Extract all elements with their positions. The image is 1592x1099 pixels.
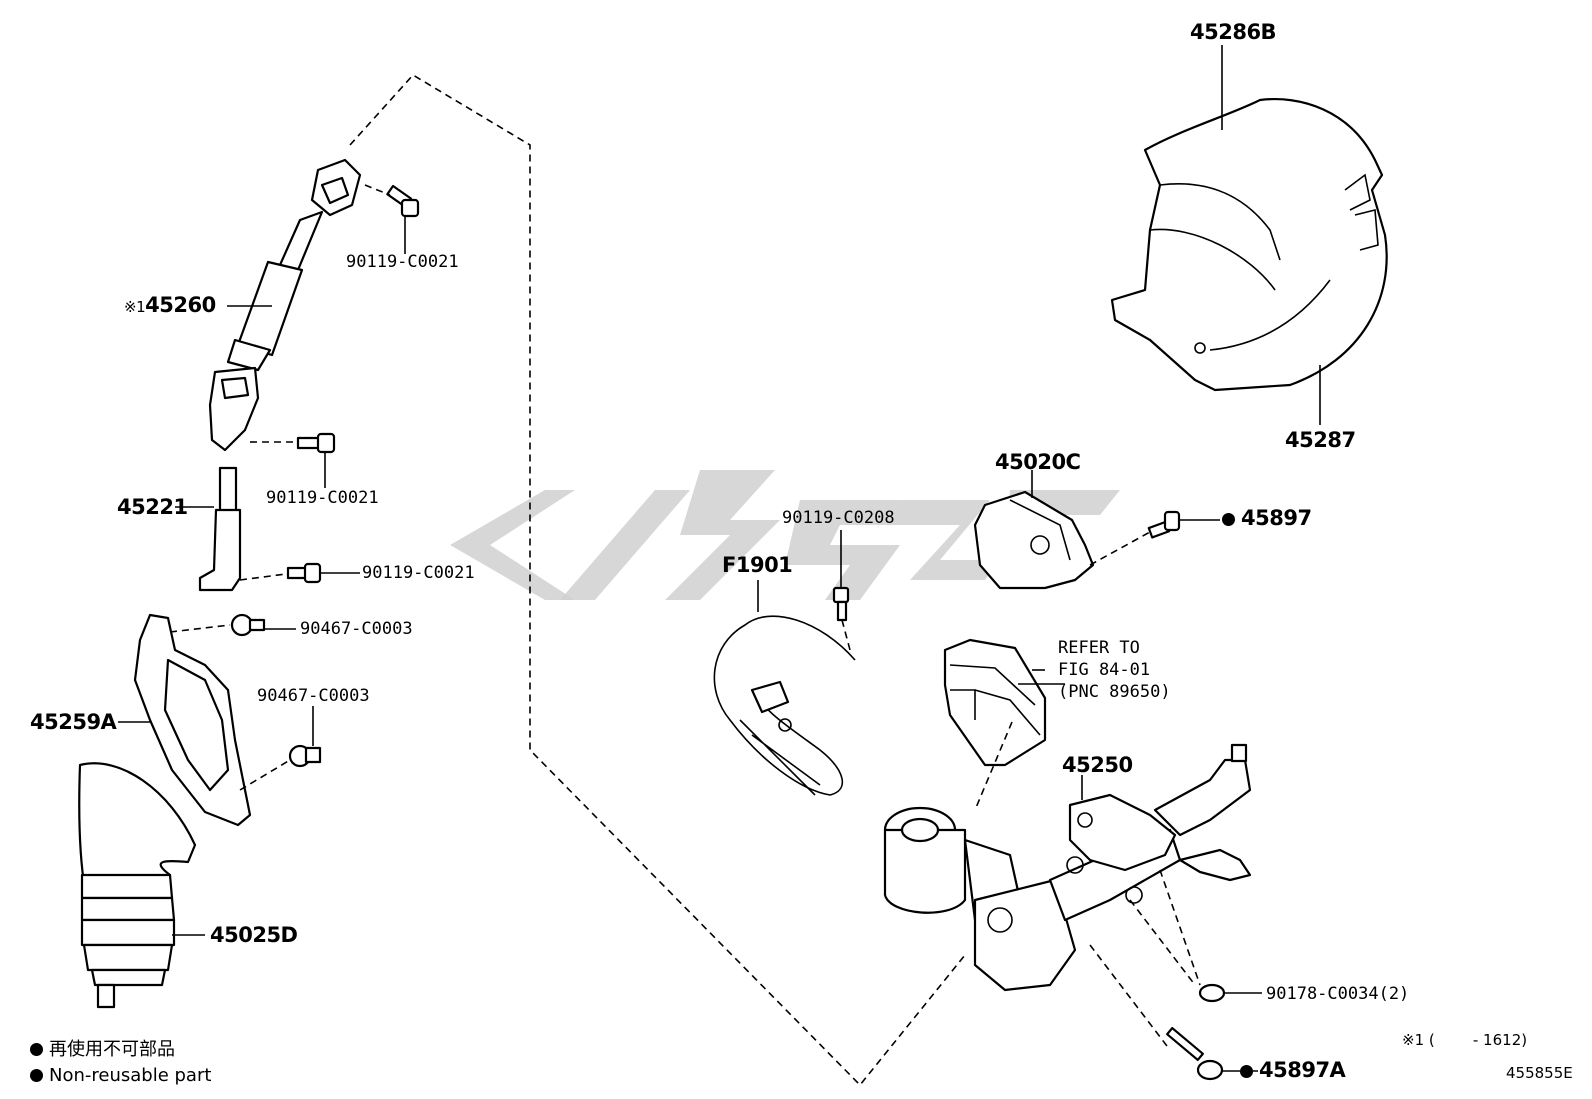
label-45250: 45250 bbox=[1062, 753, 1133, 777]
label-45897-number: 45897 bbox=[1241, 506, 1312, 530]
label-45221: 45221 bbox=[117, 495, 188, 519]
label-45897: 45897 bbox=[1222, 506, 1312, 530]
bolt-90119-middle bbox=[250, 432, 336, 488]
refer-line-2: FIG 84-01 bbox=[1058, 660, 1151, 680]
clip-90467-lower bbox=[239, 706, 322, 791]
label-45897A: 45897A bbox=[1240, 1058, 1346, 1082]
label-45287: 45287 bbox=[1285, 428, 1356, 452]
figure-code: 455855E bbox=[1506, 1064, 1573, 1082]
legend-dot-icon bbox=[30, 1043, 43, 1056]
label-90467-C0003-lower: 90467-C0003 bbox=[257, 686, 370, 706]
label-45260: ※145260 bbox=[124, 295, 216, 317]
refer-line-1: REFER TO bbox=[1058, 638, 1140, 658]
bolt-90119-upper bbox=[364, 184, 420, 254]
column-assembly-45250 bbox=[883, 743, 1252, 1051]
label-F1901: F1901 bbox=[722, 553, 793, 577]
boot-45025D bbox=[78, 762, 205, 1009]
bolt-90119-lower bbox=[239, 562, 360, 584]
legend-japanese: 再使用不可部品 bbox=[30, 1040, 175, 1060]
assembly-dashed-line bbox=[349, 73, 966, 1087]
legend-dot-icon bbox=[30, 1069, 43, 1082]
bolt-45897A bbox=[1166, 1026, 1258, 1081]
clip-90467-upper bbox=[169, 613, 296, 637]
non-reusable-dot-icon bbox=[1240, 1065, 1253, 1078]
label-90178-C0034: 90178-C0034(2) bbox=[1266, 984, 1410, 1004]
refer-line-3: (PNC 89650) bbox=[1058, 682, 1171, 702]
label-90119-C0021-middle: 90119-C0021 bbox=[266, 488, 379, 508]
steering-lock-45020C bbox=[973, 470, 1151, 590]
footnote-1: ※1 ( - 1612) bbox=[1402, 1031, 1528, 1049]
label-45897A-number: 45897A bbox=[1259, 1058, 1346, 1082]
intermediate-shaft-45260 bbox=[208, 158, 362, 452]
screw-90119-C0208 bbox=[832, 530, 851, 651]
non-reusable-dot-icon bbox=[1222, 513, 1235, 526]
column-cover-45286B-45287 bbox=[1110, 45, 1388, 425]
label-90119-C0021-upper: 90119-C0021 bbox=[346, 252, 459, 272]
label-45020C: 45020C bbox=[995, 450, 1081, 474]
label-90119-C0021-lower: 90119-C0021 bbox=[362, 563, 475, 583]
ecu-module bbox=[943, 638, 1065, 811]
label-45025D: 45025D bbox=[210, 923, 298, 947]
legend-english-text: Non-reusable part bbox=[49, 1065, 212, 1086]
label-45260-mark: ※1 bbox=[124, 298, 146, 316]
wire-harness-F1901 bbox=[713, 580, 856, 796]
legend-english: Non-reusable part bbox=[30, 1066, 211, 1086]
label-45259A: 45259A bbox=[30, 710, 117, 734]
steering-shaft-45221 bbox=[175, 466, 242, 592]
legend-japanese-text: 再使用不可部品 bbox=[49, 1039, 175, 1060]
bolt-45897 bbox=[1147, 510, 1220, 539]
label-45260-number: 45260 bbox=[145, 293, 216, 317]
label-45286B: 45286B bbox=[1190, 20, 1277, 44]
nut-90178 bbox=[1198, 983, 1262, 1003]
label-90467-C0003-upper: 90467-C0003 bbox=[300, 619, 413, 639]
cover-45259A bbox=[118, 613, 252, 827]
label-90119-C0208: 90119-C0208 bbox=[782, 508, 895, 528]
